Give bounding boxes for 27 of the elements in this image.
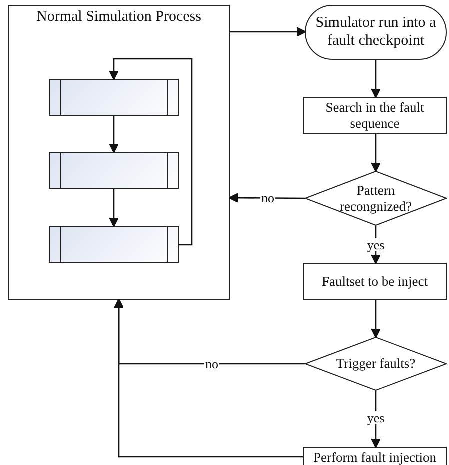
arrow	[109, 116, 119, 154]
node-label: Faultset to be inject	[320, 274, 430, 290]
node-label: Simulator run into a fault checkpoint	[314, 15, 438, 50]
arrow	[230, 27, 306, 37]
arrow	[228, 193, 305, 204]
process-box	[303, 447, 447, 465]
edge-label: yes	[366, 238, 386, 252]
process-group-box	[8, 5, 230, 300]
process-box	[303, 263, 447, 300]
node-label: Perform fault injection	[312, 450, 438, 465]
node-label: Search in the fault sequence	[324, 100, 426, 132]
arrow	[371, 60, 381, 98]
arrow	[109, 189, 119, 228]
edge-label: yes	[366, 412, 386, 424]
node-label: Trigger faults?	[335, 356, 417, 372]
arrow	[371, 391, 381, 448]
subprocess-box	[49, 226, 179, 263]
arrow	[371, 300, 381, 338]
arrow	[114, 298, 303, 458]
subprocess-box	[49, 152, 179, 189]
terminal-shape	[305, 5, 447, 60]
subprocess-box	[49, 79, 179, 116]
node-label: Pattern recongnized?	[339, 182, 413, 214]
group-title: Normal Simulation Process	[36, 8, 202, 26]
process-box	[303, 97, 447, 134]
arrow	[371, 134, 381, 172]
arrow	[109, 58, 193, 246]
